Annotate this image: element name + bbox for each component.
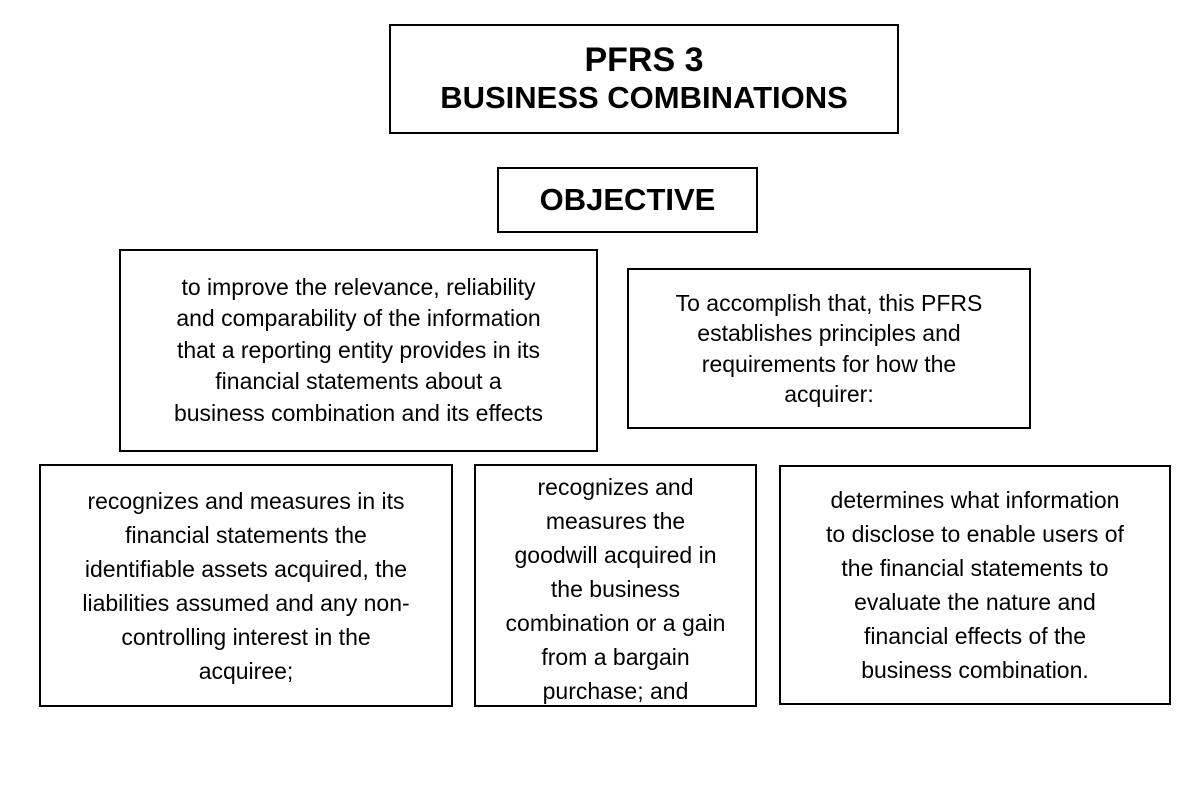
text-line: financial statements about a <box>215 368 502 395</box>
text-line: measures the <box>545 508 686 534</box>
objective-heading-box: OBJECTIVE <box>497 167 758 233</box>
standard-number: PFRS 3 <box>584 41 704 79</box>
text-line: to improve the relevance, reliability <box>181 273 536 300</box>
principle-box-recognize-assets: recognizes and measures in its financial… <box>39 464 453 707</box>
principle-box-disclosure: determines what information to disclose … <box>779 465 1171 705</box>
text-line: business combination and its effects <box>173 399 544 426</box>
accomplish-statement-box: To accomplish that, this PFRS establishe… <box>627 268 1031 429</box>
text-line: recognizes and <box>537 474 694 500</box>
text-line: identifiable assets acquired, the <box>84 555 408 582</box>
text-line: financial statements the <box>125 521 367 548</box>
text-line: recognizes and measures in its <box>87 487 405 514</box>
text-line: purchase; and <box>542 678 689 704</box>
text-line: establishes principles and <box>697 320 961 346</box>
text-line: the financial statements to <box>841 555 1109 581</box>
text-line: to disclose to enable users of <box>826 521 1124 547</box>
text-line: acquiree; <box>198 657 294 684</box>
objective-heading: OBJECTIVE <box>539 182 716 217</box>
text-line: evaluate the nature and <box>854 589 1096 615</box>
standard-title: BUSINESS COMBINATIONS <box>440 80 848 115</box>
text-line: requirements for how the <box>701 350 957 377</box>
text-line: business combination. <box>861 657 1089 683</box>
text-line: and comparability of the information <box>176 305 541 332</box>
text-line: determines what information <box>830 487 1120 513</box>
title-box: PFRS 3 BUSINESS COMBINATIONS <box>389 24 899 134</box>
principle-box-goodwill: recognizes and measures the goodwill acq… <box>474 464 757 707</box>
text-line: the business <box>550 576 681 602</box>
text-line: To accomplish that, this PFRS <box>675 289 983 316</box>
objective-statement-box: to improve the relevance, reliability an… <box>119 249 598 452</box>
text-line: combination or a gain <box>505 610 726 636</box>
text-line: financial effects of the <box>863 623 1087 649</box>
text-line: goodwill acquired in <box>514 542 717 568</box>
text-line: controlling interest in the <box>121 623 371 650</box>
text-line: liabilities assumed and any non- <box>82 589 410 616</box>
text-line: acquirer: <box>784 381 874 407</box>
text-line: from a bargain <box>541 644 690 670</box>
text-line: that a reporting entity provides in its <box>176 336 541 363</box>
